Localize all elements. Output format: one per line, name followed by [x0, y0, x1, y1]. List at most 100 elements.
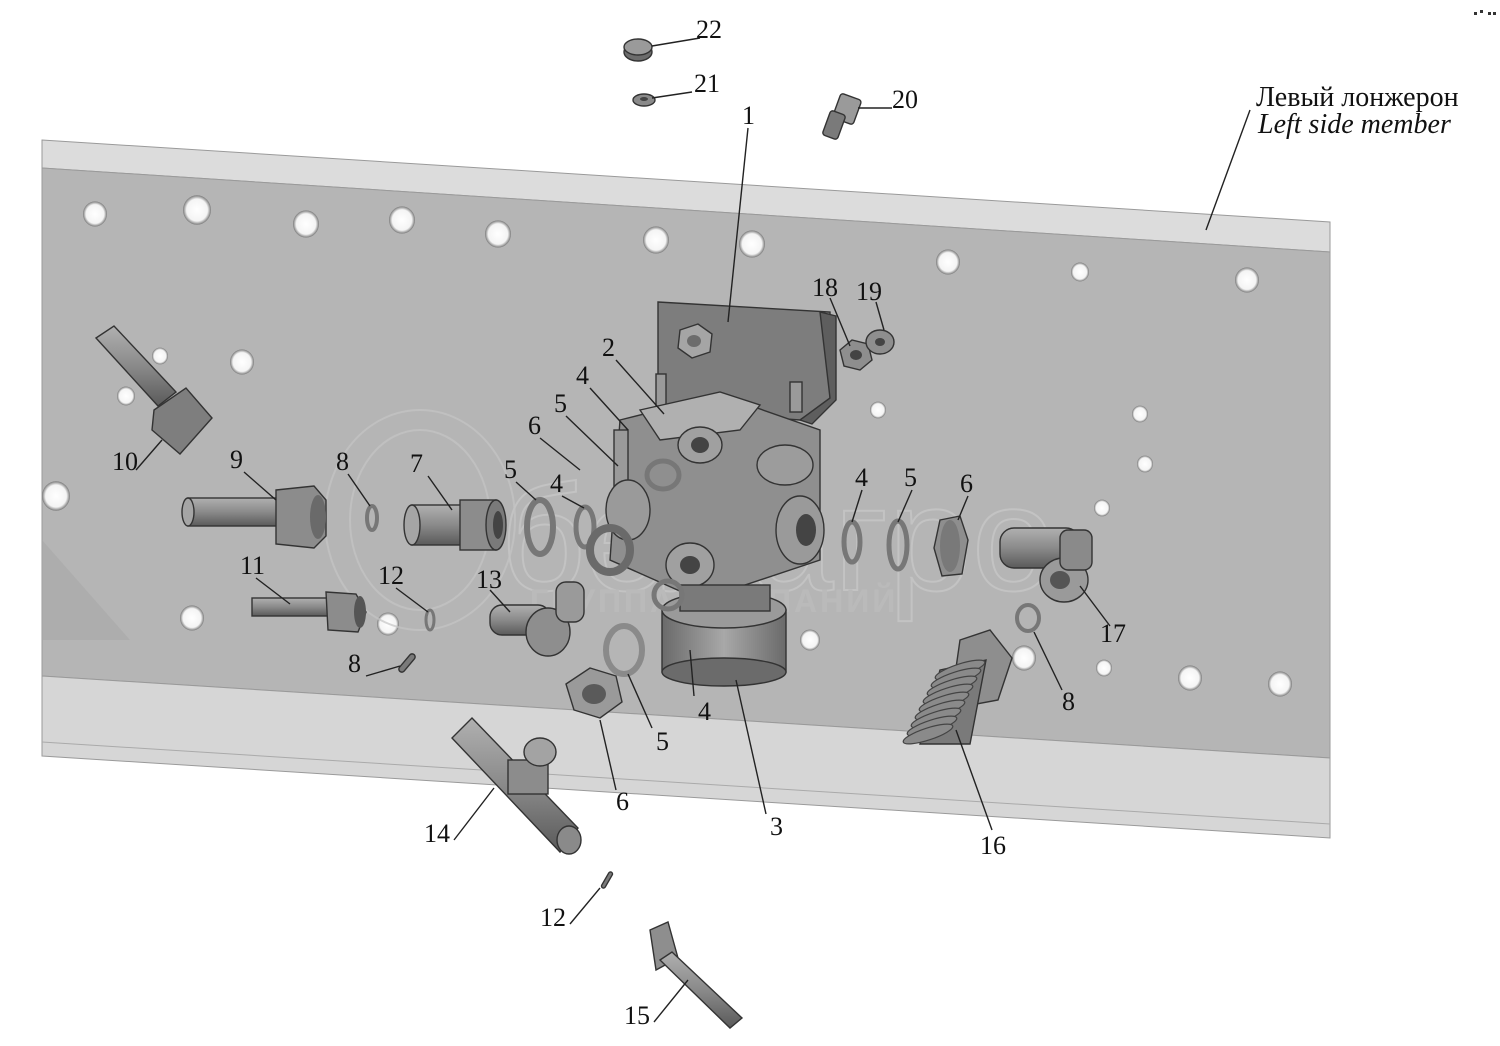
mounting-hole: [293, 210, 319, 238]
mounting-hole: [180, 605, 204, 631]
mounting-hole: [183, 195, 211, 225]
part-22-nut: [623, 38, 653, 62]
callout-2: 2: [602, 333, 615, 362]
leader-line: [569, 887, 601, 925]
callout-6: 6: [528, 411, 541, 440]
leader-line: [727, 127, 749, 323]
leader-line: [589, 387, 629, 431]
leader-line: [515, 481, 537, 501]
leader-line: [875, 301, 885, 331]
callout-9: 9: [230, 445, 243, 474]
leader-line: [599, 719, 617, 791]
callout-8: 8: [1062, 687, 1075, 716]
leader-line: [453, 787, 495, 841]
sealing-rings: [365, 458, 1041, 677]
leader-line: [395, 587, 429, 613]
mounting-hole: [936, 249, 960, 275]
part-3-valve-housing: [661, 584, 787, 687]
mounting-hole: [1178, 665, 1202, 691]
mounting-hole: [643, 226, 669, 254]
side-member-holes: [42, 195, 1292, 697]
callout-7: 7: [410, 449, 423, 478]
mounting-hole: [1096, 659, 1112, 677]
part-8-ring: [365, 504, 379, 532]
part-9-fitting: [181, 485, 327, 549]
mounting-hole: [1094, 499, 1110, 517]
mounting-hole: [1071, 262, 1089, 282]
callout-10: 10: [112, 447, 138, 476]
callout-4: 4: [576, 361, 589, 390]
callout-8: 8: [336, 447, 349, 476]
callout-18: 18: [812, 273, 838, 302]
part-4-ring: [573, 504, 597, 550]
mounting-hole: [1132, 405, 1148, 423]
callout-8: 8: [348, 649, 361, 678]
mounting-hole: [230, 349, 254, 375]
part-19-washer: [865, 329, 895, 355]
part-4-ring: [651, 578, 685, 612]
mounting-hole: [1137, 455, 1153, 473]
part-14-tee: [451, 717, 582, 855]
leader-line: [347, 473, 371, 507]
part-6-ring: [586, 524, 634, 576]
part-12-pin: [600, 871, 614, 889]
callout-11: 11: [240, 551, 265, 580]
callout-15: 15: [624, 1001, 650, 1030]
leader-line: [565, 415, 619, 467]
leader-line: [957, 495, 969, 521]
mounting-hole: [42, 481, 70, 511]
part-16-fitting: [902, 629, 1013, 745]
leader-line: [135, 439, 163, 471]
mounting-hole: [1012, 645, 1036, 671]
part-10-fitting: [94, 325, 213, 455]
mounting-hole: [1268, 671, 1292, 697]
callout-6: 6: [960, 469, 973, 498]
mounting-hole: [800, 629, 820, 651]
leader-line: [689, 649, 695, 697]
leader-lines: [135, 37, 1251, 1023]
part-4-ring: [644, 458, 682, 492]
leader-line: [627, 673, 653, 729]
part-7-fitting: [403, 499, 507, 551]
leader-line: [851, 489, 863, 523]
leader-line: [653, 979, 689, 1023]
part-12-ring: [424, 608, 436, 632]
callout-3: 3: [770, 812, 783, 841]
mounting-hole: [1235, 267, 1259, 293]
callout-19: 19: [856, 277, 882, 306]
callout-20: 20: [892, 85, 918, 114]
callout-13: 13: [476, 565, 502, 594]
part-6-nut-bottom: [565, 667, 623, 719]
part-5-ring: [603, 623, 645, 677]
leader-line: [897, 489, 913, 523]
callout-5: 5: [554, 389, 567, 418]
part-15-fitting: [649, 921, 744, 1029]
callout-5: 5: [656, 727, 669, 756]
leader-line: [255, 577, 291, 605]
callout-21: 21: [694, 69, 720, 98]
frame-label-en: Left side member: [1257, 109, 1451, 140]
leader-line: [615, 359, 665, 415]
part-11-fitting: [251, 591, 367, 633]
callout-5: 5: [904, 463, 917, 492]
leader-line: [489, 589, 511, 613]
part-8-ring: [1015, 603, 1041, 633]
side-member-bottom-flange: [41, 675, 1331, 839]
mounting-hole: [870, 401, 886, 419]
callout-12: 12: [378, 561, 404, 590]
part-18-nut: [839, 339, 873, 371]
callout-1: 1: [742, 101, 755, 130]
callout-4: 4: [698, 697, 711, 726]
leader-line: [651, 37, 701, 47]
callout-4: 4: [550, 469, 563, 498]
callout-4: 4: [855, 463, 868, 492]
corner-marker: [1474, 10, 1496, 15]
part-2-valve-body: [605, 391, 825, 601]
leader-line: [1079, 585, 1111, 627]
leader-line: [735, 679, 767, 815]
mounting-hole: [83, 201, 107, 227]
leader-line: [955, 729, 993, 831]
mounting-hole: [117, 386, 135, 406]
leader-line: [427, 475, 453, 511]
